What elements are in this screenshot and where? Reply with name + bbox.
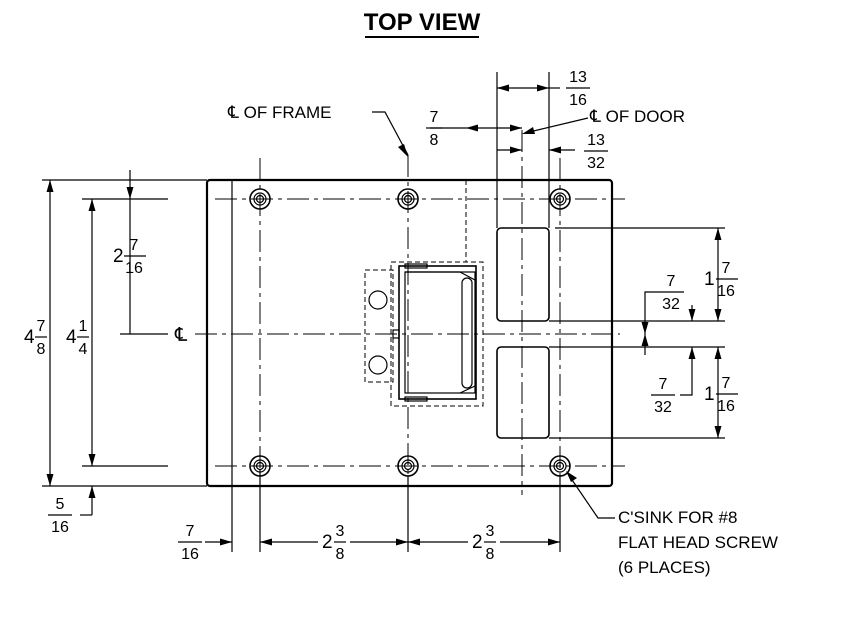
svg-text:4: 4 bbox=[79, 341, 88, 358]
door-pocket-lower bbox=[496, 346, 550, 439]
dim-13-16: 13 16 bbox=[566, 69, 590, 109]
svg-text:8: 8 bbox=[37, 341, 46, 358]
dim-4-7-8: 4 7 8 bbox=[24, 318, 47, 358]
svg-text:3: 3 bbox=[336, 523, 345, 540]
note-csink: C'SINK FOR #8 FLAT HEAD SCREW (6 PLACES) bbox=[618, 508, 778, 577]
svg-text:16: 16 bbox=[181, 546, 199, 563]
latch-body bbox=[398, 263, 477, 402]
svg-text:3: 3 bbox=[486, 523, 495, 540]
dim-7-32-bottom: 7 32 bbox=[651, 376, 675, 416]
svg-text:7: 7 bbox=[186, 523, 195, 540]
dim-5-16: 5 16 bbox=[48, 496, 72, 536]
svg-text:8: 8 bbox=[336, 546, 345, 563]
dim-13-32: 13 32 bbox=[584, 132, 608, 172]
note-line-2: FLAT HEAD SCREW bbox=[618, 533, 778, 552]
hidden-lines bbox=[364, 180, 484, 407]
svg-text:7: 7 bbox=[722, 260, 731, 277]
svg-text:4: 4 bbox=[24, 327, 35, 348]
svg-text:1: 1 bbox=[704, 269, 715, 290]
note-line-1: C'SINK FOR #8 bbox=[618, 508, 737, 527]
cl-of-door-label: ℄ OF DOOR bbox=[589, 107, 685, 126]
center-lines bbox=[195, 130, 625, 500]
svg-text:1: 1 bbox=[704, 384, 715, 405]
svg-text:8: 8 bbox=[486, 546, 495, 563]
dim-7-16: 7 16 bbox=[178, 523, 202, 563]
svg-text:4: 4 bbox=[66, 327, 77, 348]
dim-1-7-16-top: 1 7 16 bbox=[704, 260, 738, 300]
svg-text:16: 16 bbox=[717, 283, 735, 300]
svg-text:1: 1 bbox=[79, 318, 88, 335]
dim-2-3-8-left: 2 3 8 bbox=[322, 523, 346, 563]
svg-text:32: 32 bbox=[654, 399, 672, 416]
svg-text:2: 2 bbox=[113, 246, 124, 267]
svg-text:7: 7 bbox=[430, 109, 439, 126]
svg-text:13: 13 bbox=[569, 69, 587, 86]
dim-7-8: 7 8 bbox=[426, 109, 442, 149]
svg-text:7: 7 bbox=[37, 318, 46, 335]
plate-outline bbox=[205, 178, 614, 488]
door-pocket-upper bbox=[496, 227, 550, 322]
svg-text:7: 7 bbox=[659, 376, 668, 393]
svg-text:16: 16 bbox=[125, 260, 143, 277]
svg-text:2: 2 bbox=[472, 532, 483, 553]
svg-text:7: 7 bbox=[130, 237, 139, 254]
svg-text:16: 16 bbox=[51, 519, 69, 536]
dimension-lines bbox=[42, 72, 725, 552]
dim-7-32-top: 7 32 bbox=[660, 273, 684, 313]
svg-text:7: 7 bbox=[667, 273, 676, 290]
title: TOP VIEW bbox=[364, 9, 481, 36]
centerline-label: ℄ bbox=[174, 325, 188, 346]
dim-1-7-16-bottom: 1 7 16 bbox=[704, 375, 738, 415]
svg-text:8: 8 bbox=[430, 132, 439, 149]
svg-text:16: 16 bbox=[569, 92, 587, 109]
cl-of-frame-label: ℄ OF FRAME bbox=[227, 103, 331, 122]
dim-2-3-8-right: 2 3 8 bbox=[472, 523, 496, 563]
svg-text:5: 5 bbox=[56, 496, 65, 513]
svg-text:13: 13 bbox=[587, 132, 605, 149]
svg-text:16: 16 bbox=[717, 398, 735, 415]
note-line-3: (6 PLACES) bbox=[618, 558, 711, 577]
svg-text:32: 32 bbox=[662, 296, 680, 313]
svg-text:7: 7 bbox=[722, 375, 731, 392]
dim-2-7-16: 2 7 16 bbox=[113, 237, 146, 277]
svg-text:2: 2 bbox=[322, 532, 333, 553]
dim-4-1-4: 4 1 4 bbox=[66, 318, 89, 358]
svg-text:32: 32 bbox=[587, 155, 605, 172]
